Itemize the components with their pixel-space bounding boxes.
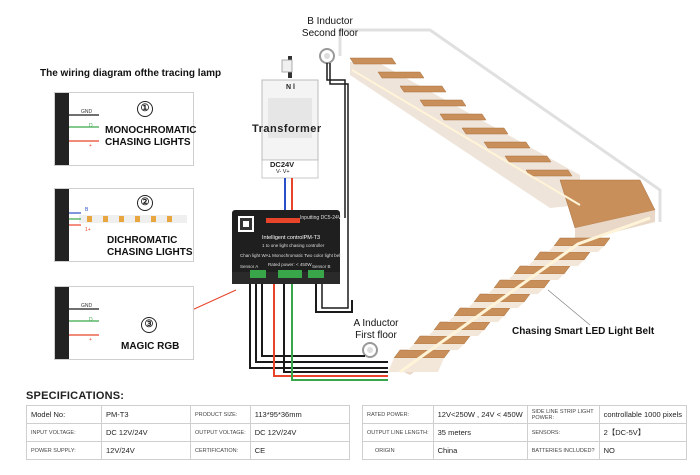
controller-sensor-b: Sensor B: [312, 264, 331, 269]
b-inductor-cable: [326, 63, 346, 218]
wire-a-sensor: [261, 284, 365, 357]
controller-model: Intelligent controlPM-T3: [262, 235, 321, 241]
panel-title: MONOCHROMATIC CHASING LIGHTS: [105, 125, 197, 148]
spec-table-right: RATED POWER: 12V<250W , 24V < 450W SIDE …: [362, 405, 687, 460]
b-label: B: [85, 207, 89, 213]
led-belt-upper: [351, 69, 581, 206]
terminal-strip-icon: [55, 93, 69, 165]
belt-label: Chasing Smart LED Light Belt: [512, 326, 655, 337]
lower-stair-risers: [388, 246, 604, 372]
wire-green-out: [291, 284, 388, 381]
staircase-illustration: [191, 28, 662, 381]
panel-number: ②: [137, 195, 153, 211]
transformer-polarity: V- V+: [276, 169, 290, 175]
panel-title: MAGIC RGB: [121, 341, 180, 352]
sensor-cable-upper: [338, 28, 662, 222]
gnd-label: GND: [81, 303, 93, 309]
plug-label: N l: [286, 84, 295, 91]
landing-edge: [575, 210, 655, 242]
controller-subtitle: 1 to one light chasing controller: [262, 243, 325, 248]
panel-monochromatic: GND D + ① MONOCHROMATIC CHASING LIGHTS: [54, 92, 197, 166]
d-label: D: [89, 123, 93, 129]
led-strip-icon: [69, 212, 187, 226]
table-row: RATED POWER: 12V<250W , 24V < 450W SIDE …: [362, 405, 687, 424]
terminal-b: [308, 270, 324, 278]
table-row: POWER SUPPLY: 12V/24V CERTIFICATION: CE: [26, 441, 351, 460]
belt-leader-line: [547, 289, 591, 326]
d-label: D: [89, 317, 93, 323]
table-row: ORIGIN China BATTERIES INCLUDED? NO: [362, 441, 687, 460]
panel-number: ①: [137, 101, 153, 117]
upper-stair-steps: [349, 57, 573, 177]
controller-rated: Rated power: < 450W: [268, 262, 312, 267]
table-row: Model No: PM-T3 PRODUCT SIZE: 113*95*36m…: [26, 405, 351, 424]
gnd-label: GND: [81, 109, 93, 115]
terminal-strip-icon: [55, 287, 69, 359]
controller-sensor-a: Sensor A: [240, 264, 259, 269]
wire-black-out-1: [249, 284, 388, 369]
terminal-out: [278, 270, 302, 278]
terminal-strip-icon: [55, 189, 69, 261]
transformer-label: Transformer: [252, 123, 322, 135]
plus-label: +: [89, 143, 92, 149]
diagram-title: The wiring diagram ofthe tracing lamp: [40, 68, 222, 79]
terminal-a: [250, 270, 266, 278]
panel-number: ③: [141, 317, 157, 333]
specifications-title: SPECIFICATIONS:: [26, 390, 125, 402]
transformer-mesh: [268, 98, 312, 138]
plus-label: +: [89, 337, 92, 343]
wire-red-out: [273, 284, 388, 377]
power-plug: [281, 59, 293, 73]
wire-b-sensor: [315, 284, 353, 313]
controller-modes: Chan light WAL Monochromatic Two color l…: [240, 253, 342, 258]
transformer-output: DC24V: [270, 160, 295, 169]
led-belt-lower: [399, 216, 651, 374]
table-row: OUTPUT LINE LENGTH: 35 meters SENSORS: 2…: [362, 423, 687, 442]
panel-magic-rgb: GND D + ③ MAGIC RGB: [54, 286, 194, 360]
table-row: INPUT VOLTAGE: DC 12V/24V OUTPUT VOLTAGE…: [26, 423, 351, 442]
b-inductor-label: B Inductor Second floor: [301, 16, 359, 39]
controller-input: Inputting DC5-24V: [300, 215, 342, 221]
panel-dichromatic: B 1+ ② DICHROMATIC CHASING LIGHTS: [54, 188, 194, 262]
spec-table-left: Model No: PM-T3 PRODUCT SIZE: 113*95*36m…: [26, 405, 351, 460]
panel-title: DICHROMATIC CHASING LIGHTS: [107, 235, 193, 258]
a-inductor-label: A Inductor First floor: [353, 318, 399, 341]
panel3-connector-line: [191, 289, 237, 311]
controller-box: [232, 210, 340, 280]
plus-label: 1+: [85, 227, 91, 233]
